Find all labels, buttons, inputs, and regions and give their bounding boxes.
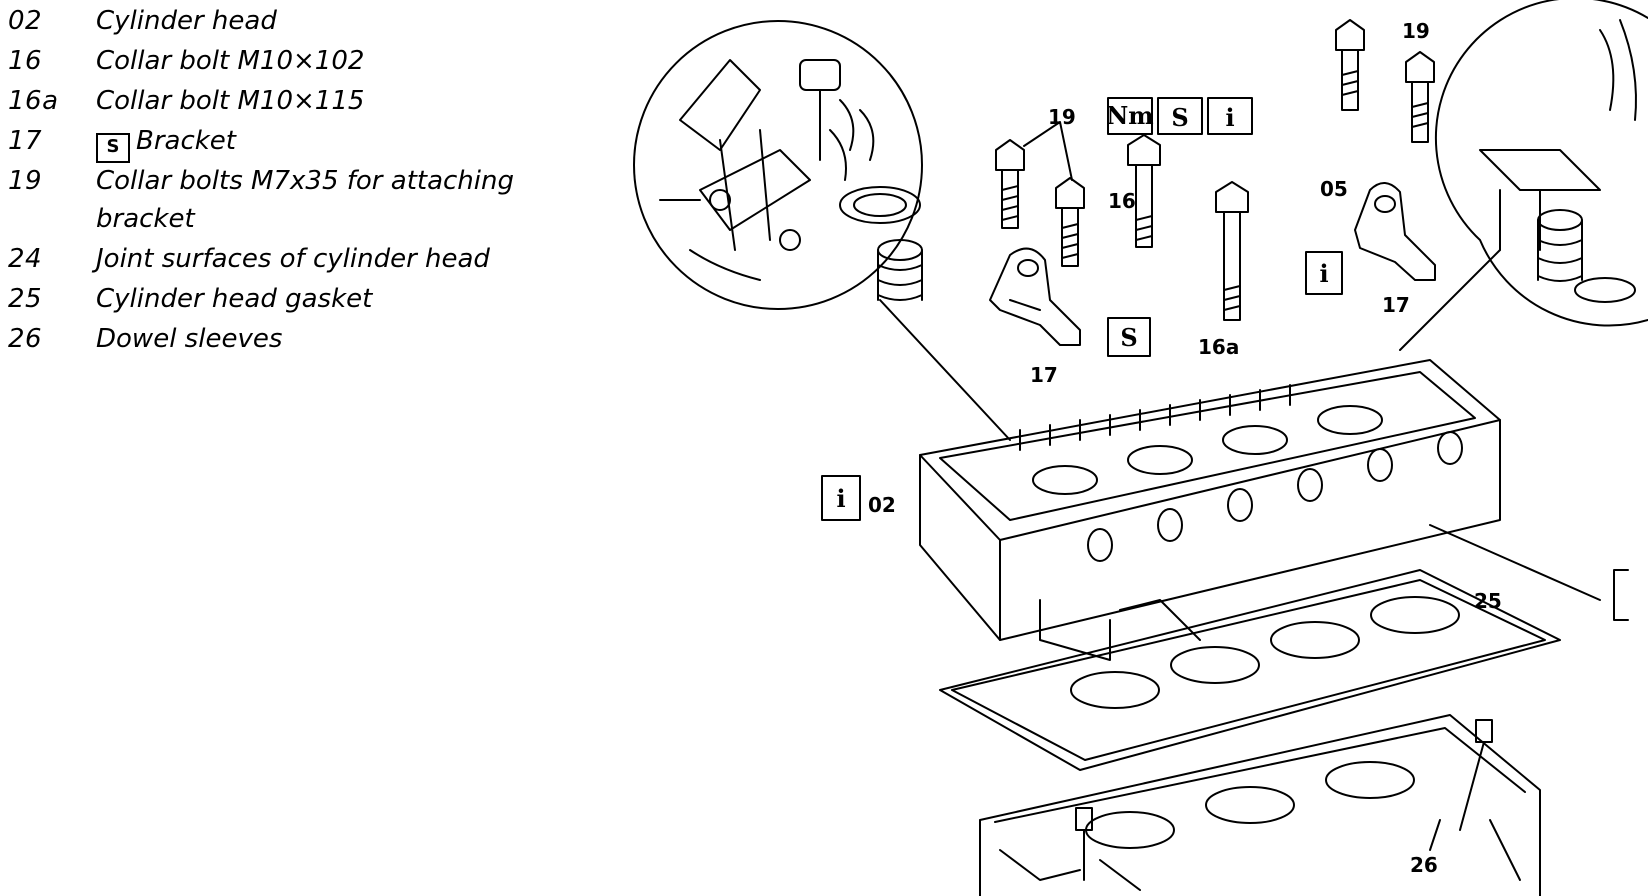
legend-number: 24: [8, 244, 43, 274]
legend-row: 16 Collar bolt M10×102: [8, 42, 528, 82]
bolt-m7-left: [995, 139, 1025, 229]
info-icon: i: [836, 484, 845, 513]
legend-description: Cylinder head: [96, 6, 277, 36]
legend-description: Collar bolt M10×102: [96, 46, 365, 76]
legend-description: Joint surfaces of cylinder head: [96, 244, 490, 274]
parts-legend: 02 Cylinder head 16 Collar bolt M10×102 …: [8, 2, 528, 360]
info-box-cylinder-head: i: [821, 475, 861, 521]
bolt-m7-right: [1055, 177, 1085, 267]
info-icon: i: [1225, 103, 1234, 132]
cylinder-head-gasket: [939, 569, 1561, 771]
callout-19: 19: [1402, 19, 1430, 43]
callout-25: 25: [1474, 589, 1502, 613]
bracket-right: [1354, 182, 1436, 281]
legend-description: Dowel sleeves: [96, 324, 283, 354]
special-tool-icon: S: [1171, 103, 1188, 132]
info-icon: i: [1319, 259, 1328, 288]
legend-number: 26: [8, 324, 43, 354]
leader-19a: [1023, 121, 1073, 181]
special-tool-icon: S: [1120, 323, 1137, 352]
callout-17: 17: [1382, 293, 1410, 317]
callout-05: 05: [1320, 177, 1348, 201]
legend-description: Collar bolts M7x35 for attaching bracket: [96, 166, 514, 234]
info-box-bracket: i: [1305, 251, 1343, 295]
cylinder-head: [919, 359, 1501, 661]
dowel-sleeve-right: [1459, 719, 1493, 831]
legend-row: 19 Collar bolts M7x35 for attaching brac…: [8, 162, 528, 240]
bracket-left: [989, 247, 1081, 346]
legend-number: 17: [8, 126, 43, 156]
leader-26: [1429, 819, 1441, 851]
legend-description: Collar bolt M10×115: [96, 86, 365, 116]
bolt-m10-102: [1127, 134, 1161, 248]
legend-description-text: Bracket: [136, 126, 237, 156]
legend-number: 19: [8, 166, 43, 196]
callout-16a: 16a: [1198, 335, 1239, 359]
legend-row: 26 Dowel sleeves: [8, 320, 528, 360]
special-tool-box: S: [1107, 317, 1151, 357]
callout-19: 19: [1048, 105, 1076, 129]
callout-16: 16: [1108, 189, 1136, 213]
legend-number: 02: [8, 6, 43, 36]
legend-row: 02 Cylinder head: [8, 2, 528, 42]
torque-symbol-group: Nm S i: [1106, 97, 1253, 135]
joint-surface: [979, 714, 1541, 896]
bolts-m7-top-right: [1335, 19, 1435, 143]
legend-number: 16a: [8, 86, 59, 116]
legend-row: 16a Collar bolt M10×115: [8, 82, 528, 122]
info-box-clipped: [1613, 569, 1629, 621]
legend-description: Cylinder head gasket: [96, 284, 373, 314]
detail-circle-right: [1399, 0, 1648, 351]
legend-number: 25: [8, 284, 43, 314]
bolt-m10-115: [1215, 181, 1249, 321]
legend-row: 24 Joint surfaces of cylinder head: [8, 240, 528, 280]
dowel-sleeve-left: [1075, 807, 1093, 881]
legend-number: 16: [8, 46, 43, 76]
callout-26: 26: [1410, 853, 1438, 877]
callout-02: 02: [868, 493, 896, 517]
special-tool-icon: S: [96, 133, 130, 163]
leader-info-right: [1429, 524, 1601, 601]
detail-circle-left: [633, 20, 1011, 441]
legend-row: 25 Cylinder head gasket: [8, 280, 528, 320]
torque-icon: Nm: [1106, 101, 1153, 130]
callout-17: 17: [1030, 363, 1058, 387]
